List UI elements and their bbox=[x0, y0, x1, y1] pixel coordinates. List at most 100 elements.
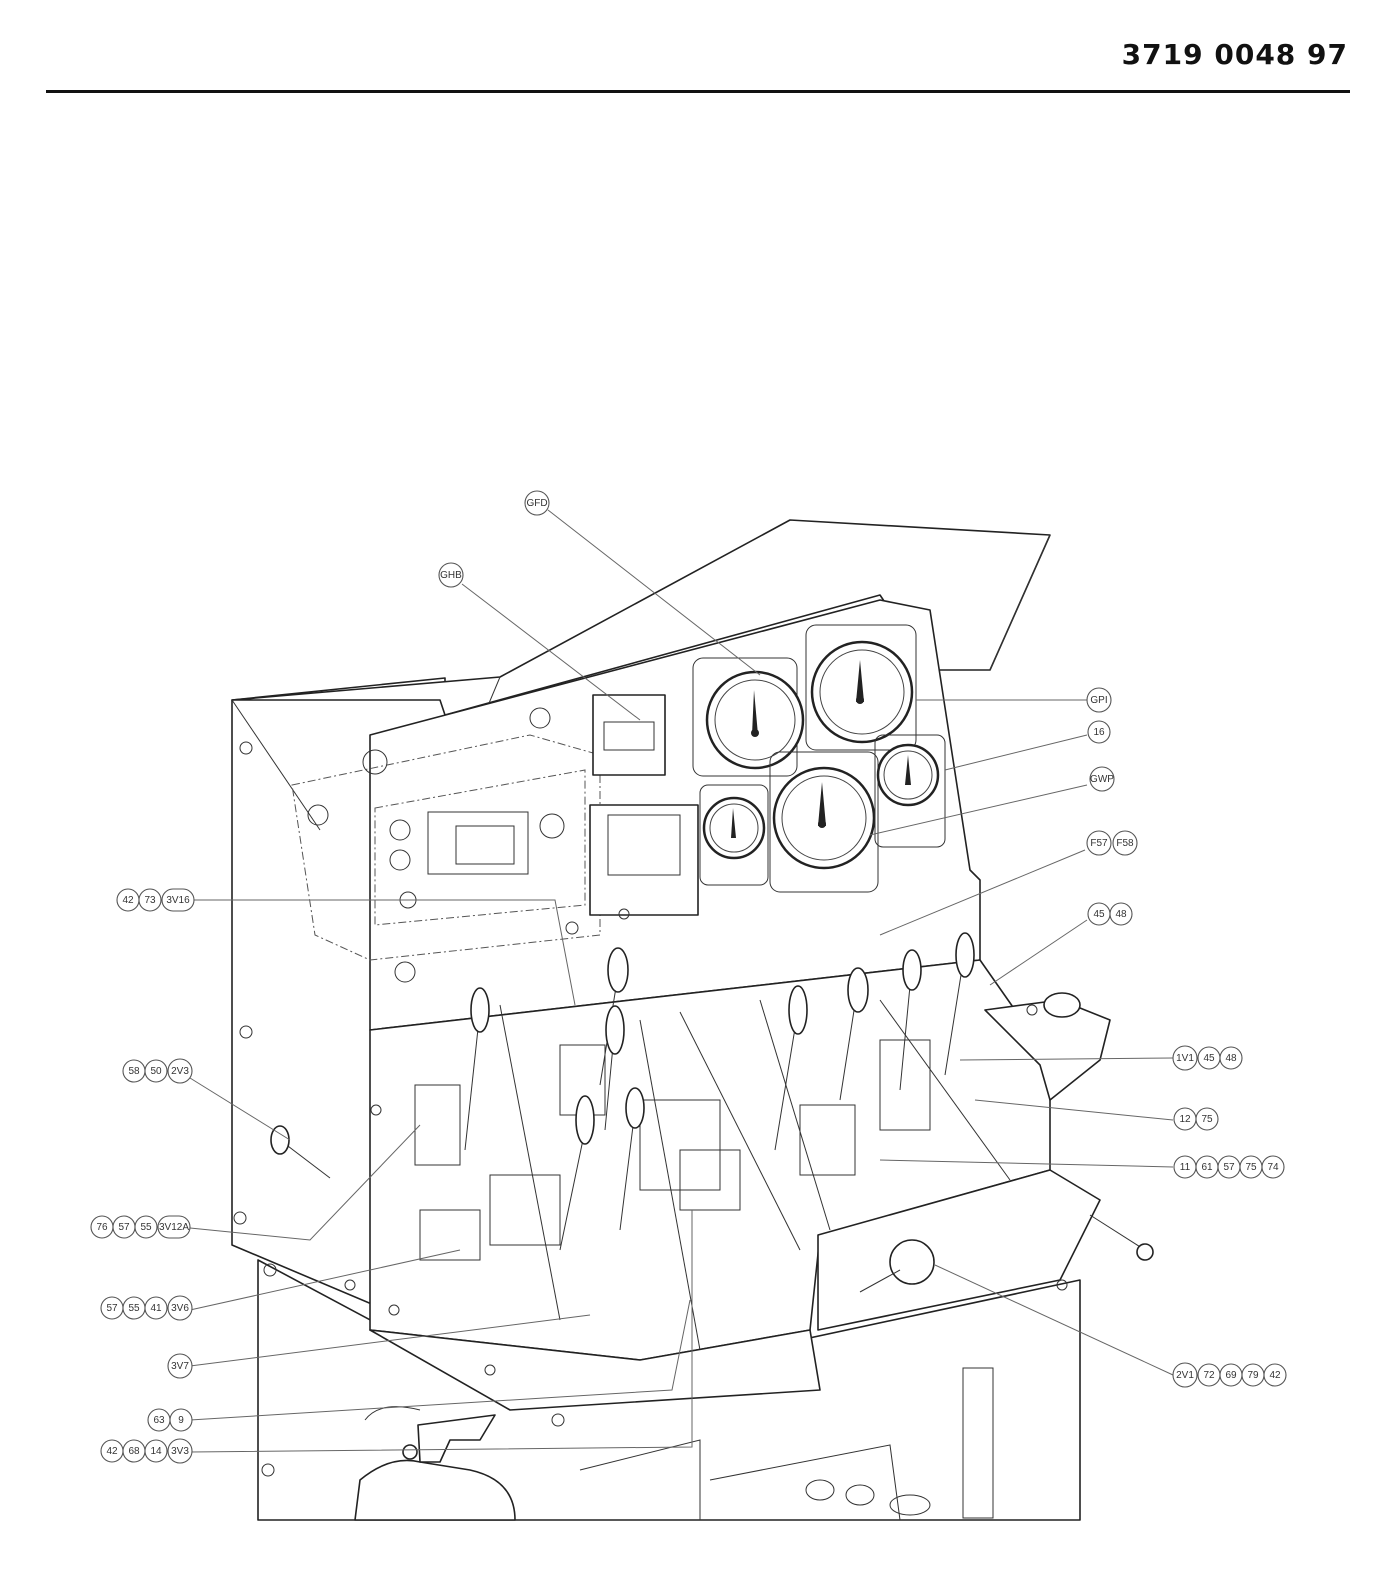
callout-bubble: 57 bbox=[100, 1296, 124, 1320]
callout-bubble: 72 bbox=[1197, 1363, 1221, 1387]
callout-bubble: GPI bbox=[1086, 687, 1112, 713]
callout-label: 48 bbox=[1115, 909, 1127, 920]
callout-bubble: 9 bbox=[169, 1408, 193, 1432]
callout-label: 45 bbox=[1203, 1053, 1215, 1064]
callout-bubble: 3V7 bbox=[167, 1353, 193, 1379]
callout-bubble: 45 bbox=[1197, 1046, 1221, 1070]
callout-bubble: 58 bbox=[122, 1059, 146, 1083]
emergency-stop-button bbox=[1043, 992, 1081, 1018]
callout-n42a: 42 73 3V16 bbox=[116, 888, 195, 912]
callout-bubble: 76 bbox=[90, 1215, 114, 1239]
callout-bubble: 41 bbox=[144, 1296, 168, 1320]
callout-bubble: F58 bbox=[1112, 830, 1138, 856]
callout-label: 3V3 bbox=[171, 1446, 189, 1457]
callout-bubble: 57 bbox=[1217, 1155, 1241, 1179]
callout-bubble: 75 bbox=[1195, 1107, 1219, 1131]
callout-label: 3V7 bbox=[171, 1361, 189, 1372]
callout-label: 11 bbox=[1180, 1162, 1191, 1173]
header-rule bbox=[46, 90, 1350, 93]
callout-ghb: GHB bbox=[438, 562, 464, 588]
callout-label: 3V6 bbox=[171, 1303, 189, 1314]
callout-label: 12 bbox=[1179, 1114, 1191, 1125]
callout-bubble: 63 bbox=[147, 1408, 171, 1432]
callout-label: 9 bbox=[178, 1415, 184, 1426]
callout-n58: 58 50 2V3 bbox=[122, 1058, 193, 1084]
callout-bubble: 69 bbox=[1219, 1363, 1243, 1387]
callout-label: 55 bbox=[128, 1303, 140, 1314]
callout-bubble: 55 bbox=[134, 1215, 158, 1239]
callout-bubble: 3V16 bbox=[161, 888, 195, 912]
meter-box-upper bbox=[592, 694, 666, 776]
callout-label: 50 bbox=[150, 1066, 162, 1077]
callout-label: 57 bbox=[106, 1303, 118, 1314]
leader-lines bbox=[189, 509, 1174, 1453]
callout-label: 1V1 bbox=[1176, 1053, 1194, 1064]
callout-n63: 63 9 bbox=[147, 1408, 193, 1432]
callout-bubble: 42 bbox=[100, 1439, 124, 1463]
callout-label: 42 bbox=[122, 895, 134, 906]
callout-label: 72 bbox=[1203, 1370, 1215, 1381]
callout-bubble: 12 bbox=[1173, 1107, 1197, 1131]
callout-label: 41 bbox=[150, 1303, 162, 1314]
callout-bubble: 16 bbox=[1087, 720, 1111, 744]
callout-label: 76 bbox=[96, 1222, 108, 1233]
callout-label: 73 bbox=[144, 895, 156, 906]
callout-label: 57 bbox=[1223, 1162, 1235, 1173]
callout-bubble: 3V12A bbox=[157, 1215, 191, 1239]
callout-label: 58 bbox=[128, 1066, 140, 1077]
callout-bubble: 57 bbox=[112, 1215, 136, 1239]
callout-bubble: 1V1 bbox=[1172, 1045, 1198, 1071]
pressure-gauge-upper-left bbox=[692, 657, 805, 777]
callout-label: 55 bbox=[140, 1222, 152, 1233]
callout-label: 48 bbox=[1225, 1053, 1237, 1064]
callout-label: GFD bbox=[526, 498, 547, 509]
callout-bubble: 3V3 bbox=[167, 1438, 193, 1464]
pressure-gauge-small-right bbox=[874, 734, 946, 848]
callout-label: F57 bbox=[1090, 838, 1108, 849]
callout-label: 69 bbox=[1225, 1370, 1237, 1381]
callout-bubble: 42 bbox=[1263, 1363, 1287, 1387]
callout-bubble: 73 bbox=[138, 888, 162, 912]
callout-bubble: GWP bbox=[1089, 766, 1115, 792]
callout-bubble: 42 bbox=[116, 888, 140, 912]
callout-f57: F57 F58 bbox=[1086, 830, 1138, 856]
callout-n57: 57 55 41 3V6 bbox=[100, 1295, 193, 1321]
callout-n3v7: 3V7 bbox=[167, 1353, 193, 1379]
callout-label: 42 bbox=[106, 1446, 118, 1457]
callout-bubble: GHB bbox=[438, 562, 464, 588]
callout-n16: 16 bbox=[1087, 720, 1111, 744]
callout-label: 74 bbox=[1267, 1162, 1279, 1173]
callout-n2v1: 2V1 72 69 79 42 bbox=[1172, 1362, 1287, 1388]
callout-label: GPI bbox=[1090, 695, 1107, 706]
callout-bubble: 74 bbox=[1261, 1155, 1285, 1179]
callout-bubble: F57 bbox=[1086, 830, 1112, 856]
callout-label: 79 bbox=[1247, 1370, 1259, 1381]
callout-bubble: 14 bbox=[144, 1439, 168, 1463]
pressure-gauge-center bbox=[769, 751, 879, 893]
bolts bbox=[233, 741, 1068, 1477]
callout-label: 75 bbox=[1201, 1114, 1213, 1125]
callout-label: GWP bbox=[1090, 774, 1114, 785]
canopy-hood bbox=[231, 519, 1051, 716]
callout-bubble: 2V3 bbox=[167, 1058, 193, 1084]
callout-label: 75 bbox=[1245, 1162, 1257, 1173]
callout-bubble: 48 bbox=[1109, 902, 1133, 926]
callout-bubble: GFD bbox=[524, 490, 550, 516]
callout-label: 63 bbox=[153, 1415, 165, 1426]
callout-label: 3V12A bbox=[159, 1222, 189, 1233]
callout-gwp: GWP bbox=[1089, 766, 1115, 792]
callout-label: 2V1 bbox=[1176, 1370, 1194, 1381]
callout-label: GHB bbox=[440, 570, 462, 581]
callout-bubble: 79 bbox=[1241, 1363, 1265, 1387]
pressure-gauge-small-left bbox=[699, 784, 769, 886]
callout-bubble: 75 bbox=[1239, 1155, 1263, 1179]
callout-label: F58 bbox=[1116, 838, 1134, 849]
callout-n76: 76 57 55 3V12A bbox=[90, 1215, 191, 1239]
callout-label: 57 bbox=[118, 1222, 130, 1233]
pressure-gauge-upper-right bbox=[805, 624, 917, 751]
